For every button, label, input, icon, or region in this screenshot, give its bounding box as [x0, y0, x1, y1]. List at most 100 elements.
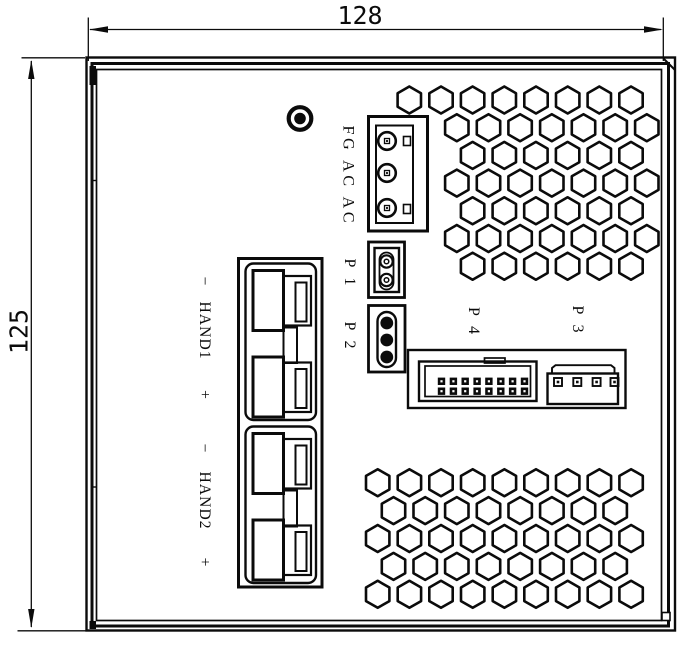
- p3-pin-core: [576, 380, 579, 384]
- p3-pin-core: [556, 380, 560, 384]
- arrowhead-up: [28, 60, 35, 79]
- hand-port-main-cavity: [251, 269, 285, 332]
- hex-vent-hole: [459, 523, 486, 554]
- hex-vent-hole: [522, 196, 549, 226]
- hex-vent-hole: [491, 251, 518, 282]
- hex-vent-hole: [475, 495, 502, 526]
- p4-label: P4: [465, 307, 482, 334]
- screw-ring: [286, 105, 314, 132]
- p3-pin: [591, 377, 602, 387]
- p1-label: P1: [341, 259, 358, 286]
- chassis-mid-edge: [90, 62, 670, 628]
- hex-vent-hole: [554, 467, 581, 498]
- hex-vent-hole: [522, 467, 550, 498]
- hex-vent-hole: [475, 112, 502, 143]
- p2-pin-1: [380, 316, 394, 330]
- hex-vent-hole: [507, 551, 534, 582]
- hand-port: [251, 518, 313, 582]
- hex-vent-hole: [586, 251, 613, 282]
- hex-vent-hole: [554, 196, 581, 226]
- hex-vent-hole: [617, 140, 645, 171]
- hex-vent-hole: [602, 551, 629, 582]
- hex-vent-hole: [617, 85, 645, 115]
- hand2-bridge: [282, 489, 298, 528]
- hex-vent-hole: [522, 140, 549, 171]
- hex-vent-hole: [570, 223, 597, 254]
- p3-latch-bar: [551, 364, 616, 374]
- hex-vent-hole: [364, 467, 391, 498]
- p4-pin-core: [523, 380, 526, 383]
- panel-face: [95, 68, 663, 622]
- p2-pin-2: [380, 333, 394, 347]
- p4-pin-core: [440, 390, 443, 393]
- hex-vent-hole: [538, 112, 565, 143]
- hex-vent-hole: [522, 85, 550, 115]
- p3-pin: [609, 377, 620, 387]
- p2-outer: [367, 304, 407, 374]
- hex-vent-hole: [443, 112, 470, 143]
- vent-top-right: [396, 85, 660, 282]
- hex-vent-hole: [380, 551, 407, 582]
- ac-screw-ac2: [376, 197, 398, 219]
- hex-vent-hole: [522, 523, 550, 554]
- connector-p2: P2: [341, 304, 407, 374]
- hex-vent-hole: [507, 223, 534, 254]
- hex-vent-hole: [538, 168, 565, 198]
- p1-inner: [373, 246, 401, 294]
- hex-vent-hole: [554, 579, 581, 610]
- p3-pin: [572, 377, 583, 387]
- hex-vent-hole: [475, 223, 502, 254]
- p1-pin-1: [379, 254, 394, 269]
- p4-pin-core: [452, 380, 455, 383]
- hex-vent-hole: [364, 579, 391, 610]
- dimension-width: 128: [87, 1, 664, 61]
- hex-vent-hole: [412, 495, 439, 526]
- hex-vent-hole: [364, 523, 391, 554]
- hex-vent-hole: [586, 579, 613, 610]
- hand2-minus-label: −: [196, 444, 213, 453]
- hex-vent-hole: [554, 251, 581, 282]
- hand2-plus-label: +: [196, 558, 213, 567]
- hex-vent-hole: [633, 168, 660, 198]
- p4-shroud: [417, 360, 538, 403]
- hex-vent-hole: [459, 196, 486, 226]
- vent-bottom: [364, 467, 645, 610]
- ac-clip-top: [402, 135, 412, 147]
- hand1-minus-label: −: [196, 277, 213, 286]
- hand-port-side-cavity: [282, 437, 313, 490]
- p1-pin-2: [379, 272, 394, 288]
- hex-vent-hole: [618, 579, 645, 610]
- hex-vent-hole: [443, 223, 470, 254]
- p4-pin-core: [475, 380, 479, 383]
- corner-chamfer: [662, 57, 676, 71]
- hex-vent-hole: [507, 168, 534, 198]
- corner-notch-bottom-right: [661, 611, 671, 622]
- hex-vent-hole: [396, 523, 423, 554]
- p3-pin: [553, 377, 563, 387]
- hand-ports: [251, 269, 313, 582]
- hex-vent-hole: [633, 223, 660, 254]
- hex-vent-hole: [459, 251, 486, 282]
- hand-port-main-cavity: [251, 355, 285, 419]
- hex-vent-hole: [491, 196, 518, 226]
- dimension-height: 125: [4, 57, 91, 632]
- hex-vent-hole: [602, 495, 629, 526]
- screw-center: [294, 112, 306, 125]
- hex-vent-hole: [396, 467, 423, 498]
- hex-vent-hole: [412, 551, 439, 582]
- p3-pin-row: [553, 377, 620, 387]
- hex-vent-hole: [459, 467, 486, 498]
- hex-vent-hole: [586, 85, 613, 115]
- hex-vent-hole: [427, 85, 455, 115]
- hex-vent-hole: [554, 140, 581, 171]
- hand-port: [251, 269, 313, 332]
- hex-vent-hole: [602, 168, 629, 198]
- hand-port-main-cavity: [251, 518, 285, 582]
- hex-vent-hole: [602, 112, 629, 143]
- hex-vent-hole: [538, 495, 565, 526]
- p2-socket-outline: [376, 310, 398, 369]
- hex-vent-hole: [570, 495, 597, 526]
- hand1-label: HAND1: [196, 302, 213, 359]
